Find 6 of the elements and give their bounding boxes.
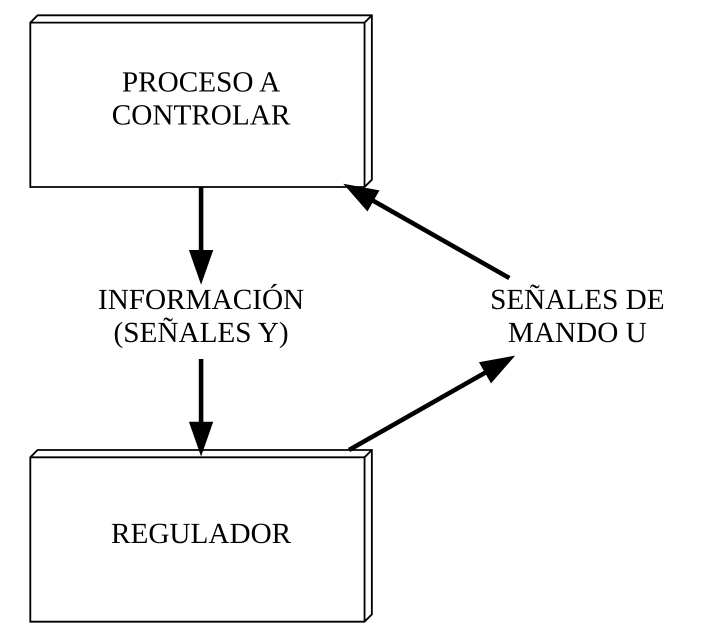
arrow xyxy=(188,359,213,456)
node-text: INFORMACIÓN (SEÑALES Y) xyxy=(97,284,304,349)
arrow xyxy=(342,184,510,280)
arrow xyxy=(188,187,213,285)
arrow xyxy=(347,356,515,452)
node-text: SEÑALES DE MANDO U xyxy=(490,284,664,349)
